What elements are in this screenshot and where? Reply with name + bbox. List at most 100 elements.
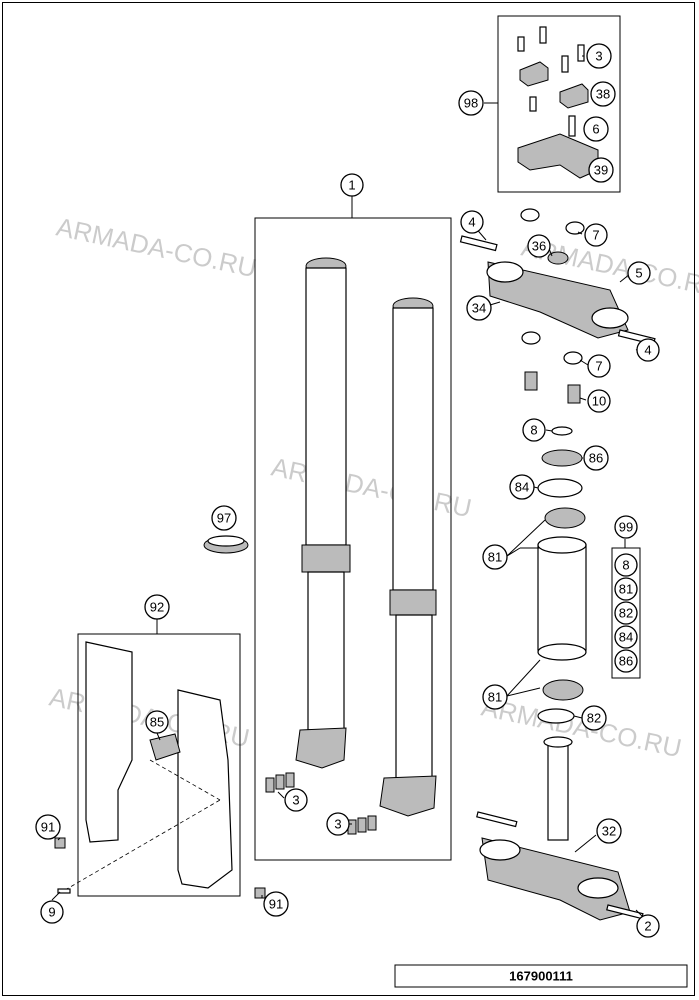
svg-text:7: 7 [595, 359, 602, 374]
callout-99-84: 84 [614, 625, 638, 649]
kit-98-box [497, 15, 621, 193]
callout-32: 32 [596, 818, 622, 844]
callout-36: 36 [527, 234, 551, 258]
svg-text:10: 10 [592, 394, 606, 409]
callout-91-right: 91 [263, 891, 289, 917]
clamp-bolts-group [517, 26, 585, 137]
svg-text:85: 85 [150, 715, 164, 730]
callout-98: 98 [458, 90, 484, 116]
svg-text:84: 84 [619, 630, 633, 645]
callout-99-82: 82 [614, 601, 638, 625]
fork-screws-right [347, 815, 377, 835]
screw-9 [57, 888, 71, 894]
callout-3-right: 3 [326, 812, 350, 836]
svg-text:3: 3 [595, 49, 602, 64]
svg-text:36: 36 [532, 239, 546, 254]
callout-99-81: 81 [614, 577, 638, 601]
callout-97: 97 [211, 505, 237, 531]
svg-text:7: 7 [592, 228, 599, 243]
callout-99: 99 [614, 515, 638, 539]
clamp-caps-group [517, 61, 599, 179]
svg-text:81: 81 [619, 582, 633, 597]
callout-38: 38 [590, 81, 616, 107]
svg-text:9: 9 [48, 905, 55, 920]
callout-3-left: 3 [284, 788, 308, 812]
fork-guard-left [85, 641, 133, 843]
svg-text:82: 82 [619, 606, 633, 621]
svg-text:92: 92 [150, 600, 164, 615]
left-fork-leg [295, 257, 351, 769]
svg-text:4: 4 [644, 343, 651, 358]
callout-34: 34 [466, 295, 492, 321]
callout-86-top: 86 [583, 445, 609, 471]
svg-text:3: 3 [334, 817, 341, 832]
callout-4-right: 4 [636, 338, 660, 362]
svg-text:84: 84 [515, 480, 529, 495]
callout-92: 92 [144, 594, 170, 620]
svg-text:8: 8 [530, 423, 537, 438]
lower-triple-clamp [476, 736, 644, 921]
fork-guard-box [77, 633, 241, 897]
watermark-2: ARMADA-CO.RU [269, 452, 474, 524]
callout-81-top: 81 [482, 544, 508, 570]
svg-text:4: 4 [468, 215, 475, 230]
svg-text:32: 32 [602, 824, 616, 839]
callout-5: 5 [627, 261, 651, 285]
callout-6: 6 [583, 116, 609, 142]
svg-text:39: 39 [594, 163, 608, 178]
upper-triple-clamp [459, 208, 656, 404]
callout-39: 39 [588, 157, 614, 183]
callout-8: 8 [522, 418, 546, 442]
callout-82: 82 [581, 705, 607, 731]
fork-screws-left [265, 772, 295, 793]
guard-clip-85 [149, 733, 181, 761]
svg-text:97: 97 [217, 511, 231, 526]
callout-7-top: 7 [584, 223, 608, 247]
svg-text:81: 81 [488, 690, 502, 705]
callout-99-8: 8 [614, 553, 638, 577]
callout-91-left: 91 [35, 814, 61, 840]
watermark-5: ARMADA-CO.RU [479, 692, 684, 764]
guard-dash-lines [64, 759, 221, 891]
callout-99-86: 86 [614, 649, 638, 673]
svg-text:5: 5 [635, 266, 642, 281]
callout-84: 84 [509, 474, 535, 500]
ring-97 [203, 535, 249, 554]
svg-text:38: 38 [596, 87, 610, 102]
document-number: 167900111 [509, 969, 573, 984]
callout-85: 85 [145, 710, 169, 734]
right-fork-leg [379, 297, 437, 817]
svg-text:6: 6 [592, 122, 599, 137]
kit-99-box [611, 547, 641, 679]
fork-guard-right [177, 689, 233, 889]
callout-9: 9 [40, 900, 64, 924]
svg-text:1: 1 [348, 178, 355, 193]
screw-91-right [254, 887, 266, 899]
document-number-box [394, 964, 688, 988]
callout-81-bottom: 81 [482, 684, 508, 710]
callout-10: 10 [587, 389, 611, 413]
callout-4-top: 4 [460, 210, 484, 234]
svg-text:3: 3 [292, 793, 299, 808]
fork-assembly-box [254, 217, 452, 861]
svg-text:81: 81 [488, 550, 502, 565]
svg-text:91: 91 [269, 897, 283, 912]
svg-text:8: 8 [622, 558, 629, 573]
watermark-1: ARMADA-CO.RU [54, 212, 259, 284]
svg-text:86: 86 [619, 654, 633, 669]
svg-text:91: 91 [41, 820, 55, 835]
svg-text:86: 86 [589, 451, 603, 466]
svg-text:99: 99 [619, 520, 633, 535]
screw-91-left [54, 837, 66, 849]
callout-1: 1 [340, 173, 364, 197]
svg-text:2: 2 [644, 919, 651, 934]
callout-3-top: 3 [586, 43, 612, 69]
svg-text:82: 82 [587, 711, 601, 726]
callout-2: 2 [636, 914, 660, 938]
svg-text:98: 98 [464, 96, 478, 111]
svg-text:34: 34 [472, 301, 486, 316]
bearing-stack [537, 426, 587, 724]
callout-7-bottom: 7 [587, 354, 611, 378]
